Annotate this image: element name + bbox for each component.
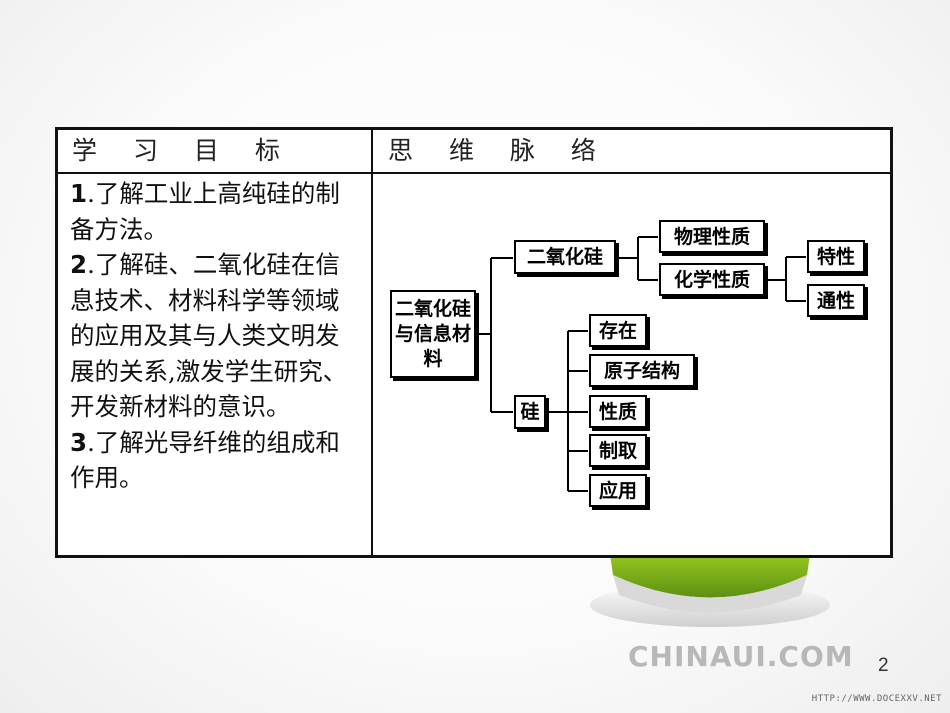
mind-map-connectors [478, 236, 806, 492]
node-general-property: 通性 [807, 284, 865, 317]
objectives-table: 学 习 目 标 思 维 脉 络 1.了解工业上高纯硅的制备方法。 2.了解硅、二… [55, 127, 893, 558]
node-si-application: 应用 [589, 474, 647, 507]
node-chemical-properties: 化学性质 [659, 263, 765, 296]
header-thinking-map: 思 维 脉 络 [388, 136, 610, 165]
mind-map: 二氧化硅与信息材料 二氧化硅 物理性质 化学性质 特性 通性 硅 存在 原子结构… [386, 216, 871, 512]
goal-number: 2 [70, 250, 88, 279]
goal-item: 2.了解硅、二氧化硅在信息技术、材料科学等领域的应用及其与人类文明发展的关系,激… [70, 247, 362, 425]
goal-number: 1 [70, 179, 88, 208]
goal-text: .了解光导纤维的组成和作用。 [70, 427, 340, 493]
header-learning-goals: 学 习 目 标 [72, 136, 294, 165]
watermark-url: HTTP://WWW.DOCEXXV.NET [811, 694, 942, 704]
goal-text: .了解工业上高纯硅的制备方法。 [70, 179, 340, 244]
goal-item: 1.了解工业上高纯硅的制备方法。 [70, 176, 362, 247]
goal-number: 3 [70, 427, 88, 457]
column-divider [371, 130, 373, 555]
node-root: 二氧化硅与信息材料 [390, 290, 476, 378]
node-silicon-dioxide: 二氧化硅 [514, 240, 616, 274]
brand-logo-text: CHINAUI.COM [628, 640, 854, 673]
goal-text: .了解硅、二氧化硅在信息技术、材料科学等领域的应用及其与人类文明发展的关系,激发… [70, 250, 348, 421]
node-si-preparation: 制取 [589, 434, 647, 467]
goals-list: 1.了解工业上高纯硅的制备方法。 2.了解硅、二氧化硅在信息技术、材料科学等领域… [70, 176, 362, 496]
node-physical-properties: 物理性质 [659, 220, 765, 253]
node-special-property: 特性 [807, 240, 865, 273]
node-si-properties: 性质 [589, 395, 647, 428]
goal-item: 3.了解光导纤维的组成和作用。 [70, 425, 362, 496]
header-divider [58, 172, 890, 174]
page-number: 2 [878, 655, 889, 676]
node-silicon: 硅 [514, 395, 546, 429]
node-si-atomic-structure: 原子结构 [589, 354, 695, 387]
node-si-existence: 存在 [589, 314, 647, 347]
